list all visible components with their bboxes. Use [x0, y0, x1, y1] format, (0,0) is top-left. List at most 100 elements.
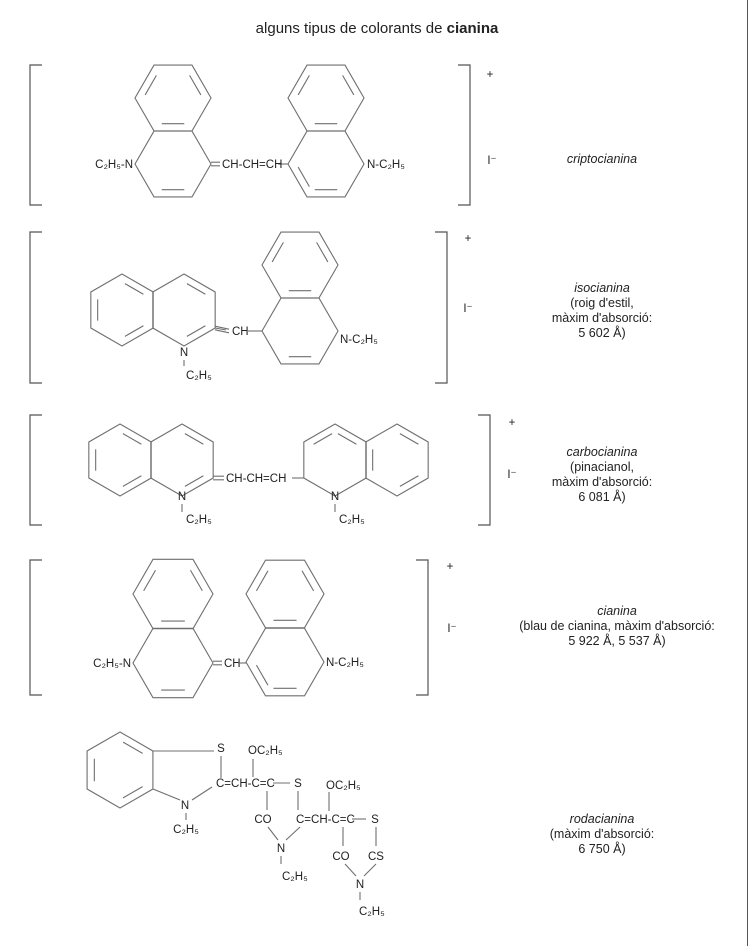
pyridine-ring	[132, 627, 214, 699]
atom-label: S	[294, 778, 302, 790]
left-bracket	[29, 64, 42, 206]
benzene-ring	[261, 231, 339, 299]
dye-detail: (blau de cianina, màxim d'absorció:	[519, 619, 715, 633]
dye-name: isocianina	[574, 281, 630, 295]
ring-double-bond	[297, 166, 310, 187]
atom-label: C₂H₅	[186, 514, 212, 526]
ring-double-bond	[122, 433, 142, 445]
atom-label: CO	[332, 851, 349, 863]
dye-detail: 5 602 Å)	[578, 326, 626, 340]
benzene-ring	[365, 423, 429, 497]
ring-double-bond	[313, 433, 333, 445]
title-text: alguns tipus de colorants de	[255, 20, 447, 37]
right-bracket	[478, 414, 491, 526]
ring-double-bond	[301, 570, 315, 592]
atom-label: C₂H₅-N	[95, 159, 133, 171]
charge-label: +	[465, 233, 472, 245]
label-isocianina: isocianina (roig d'estil, màxim d'absorc…	[477, 281, 727, 341]
ring-double-bond	[297, 75, 310, 96]
bond-line	[214, 327, 227, 331]
label-rodacianina: rodacianina (màxim d'absorció: 6 750 Å)	[477, 812, 727, 857]
atom-label: N-C₂H₅	[340, 334, 378, 346]
atom-label: C₂H₅	[186, 370, 212, 382]
benzene-ring	[88, 423, 152, 497]
dye-name: criptocianina	[566, 152, 638, 166]
title-bold-word: cianina	[446, 20, 499, 37]
atom-label: CO	[254, 814, 271, 826]
left-bracket	[29, 559, 42, 696]
double-bond	[214, 329, 230, 334]
atom-label: C₂H₅-N	[93, 658, 131, 670]
label-cianina: cianina (blau de cianina, màxim d'absorc…	[492, 604, 742, 649]
right-bracket	[435, 231, 448, 384]
benzene-ring	[134, 64, 212, 132]
ring-double-bond	[342, 75, 355, 96]
pyridine-ring	[287, 130, 365, 198]
counterion-label: I⁻	[507, 469, 516, 481]
pyridine-ring	[152, 273, 216, 347]
ring-double-bond	[184, 433, 204, 445]
chain-label: C=CH-C=C	[216, 778, 275, 790]
atom-label: C₂H₅	[359, 906, 385, 918]
bond-line	[344, 863, 357, 877]
benzene-ring	[86, 731, 154, 809]
label-carbocianina: carbocianina (pinacianol, màxim d'absorc…	[477, 445, 727, 505]
ring-double-bond	[337, 433, 357, 445]
ring-double-bond	[189, 75, 202, 96]
figure-title: alguns tipus de colorants de cianina	[0, 20, 754, 37]
bond-line	[285, 826, 301, 841]
right-bracket	[416, 559, 429, 696]
ring-double-bond	[189, 569, 203, 592]
atom-label: N	[331, 491, 339, 503]
atom-label: N-C₂H₅	[326, 657, 364, 669]
atom-label: S	[217, 743, 225, 755]
charge-label: +	[487, 69, 494, 81]
pyridine-ring	[245, 627, 325, 697]
dye-detail: 6 750 Å)	[578, 842, 626, 856]
counterion-label: I⁻	[447, 623, 456, 635]
ring-double-bond	[143, 569, 157, 592]
charge-label: +	[509, 417, 516, 429]
bond-line	[152, 788, 181, 801]
pyridine-ring	[134, 130, 212, 198]
chain-label: C=CH-C=C	[296, 814, 355, 826]
atom-label: OC₂H₅	[326, 780, 361, 792]
ring-double-bond	[122, 786, 143, 799]
dye-detail: 5 922 Å, 5 537 Å)	[568, 634, 666, 648]
atom-label: OC₂H₅	[248, 745, 283, 757]
page-border	[747, 0, 748, 946]
dye-name: rodacianina	[569, 812, 635, 826]
dye-detail: màxim d'absorció:	[551, 475, 653, 489]
counterion-label: I⁻	[487, 155, 496, 167]
atom-label: S	[371, 814, 379, 826]
benzene-ring	[245, 559, 325, 629]
dye-detail: màxim d'absorció:	[551, 311, 653, 325]
charge-label: +	[447, 561, 454, 573]
bond-line	[267, 826, 279, 841]
pyridine-ring	[303, 423, 367, 497]
atom-label: CS	[368, 851, 384, 863]
chain-label: CH	[224, 658, 241, 670]
left-bracket	[29, 231, 42, 384]
chain-label: CH-CH=CH	[222, 159, 282, 171]
label-criptocianina: criptocianina	[477, 152, 727, 167]
ring-double-bond	[124, 283, 144, 295]
double-bond	[214, 325, 230, 330]
ring-double-bond	[144, 75, 157, 96]
ring-double-bond	[122, 475, 142, 487]
atom-label: C₂H₅	[339, 514, 365, 526]
ring-double-bond	[255, 664, 269, 686]
benzene-ring	[132, 558, 214, 630]
atom-label: C₂H₅	[282, 871, 308, 883]
ring-double-bond	[186, 283, 206, 295]
ring-double-bond	[122, 741, 143, 754]
counterion-label: I⁻	[463, 303, 472, 315]
ring-double-bond	[399, 433, 419, 445]
dye-name: cianina	[597, 604, 637, 618]
dye-detail: (màxim d'absorció:	[549, 827, 655, 841]
dye-name: carbocianina	[566, 445, 638, 459]
atom-label: N-C₂H₅	[367, 159, 405, 171]
atom-label: N	[356, 879, 364, 891]
ring-double-bond	[184, 475, 204, 487]
